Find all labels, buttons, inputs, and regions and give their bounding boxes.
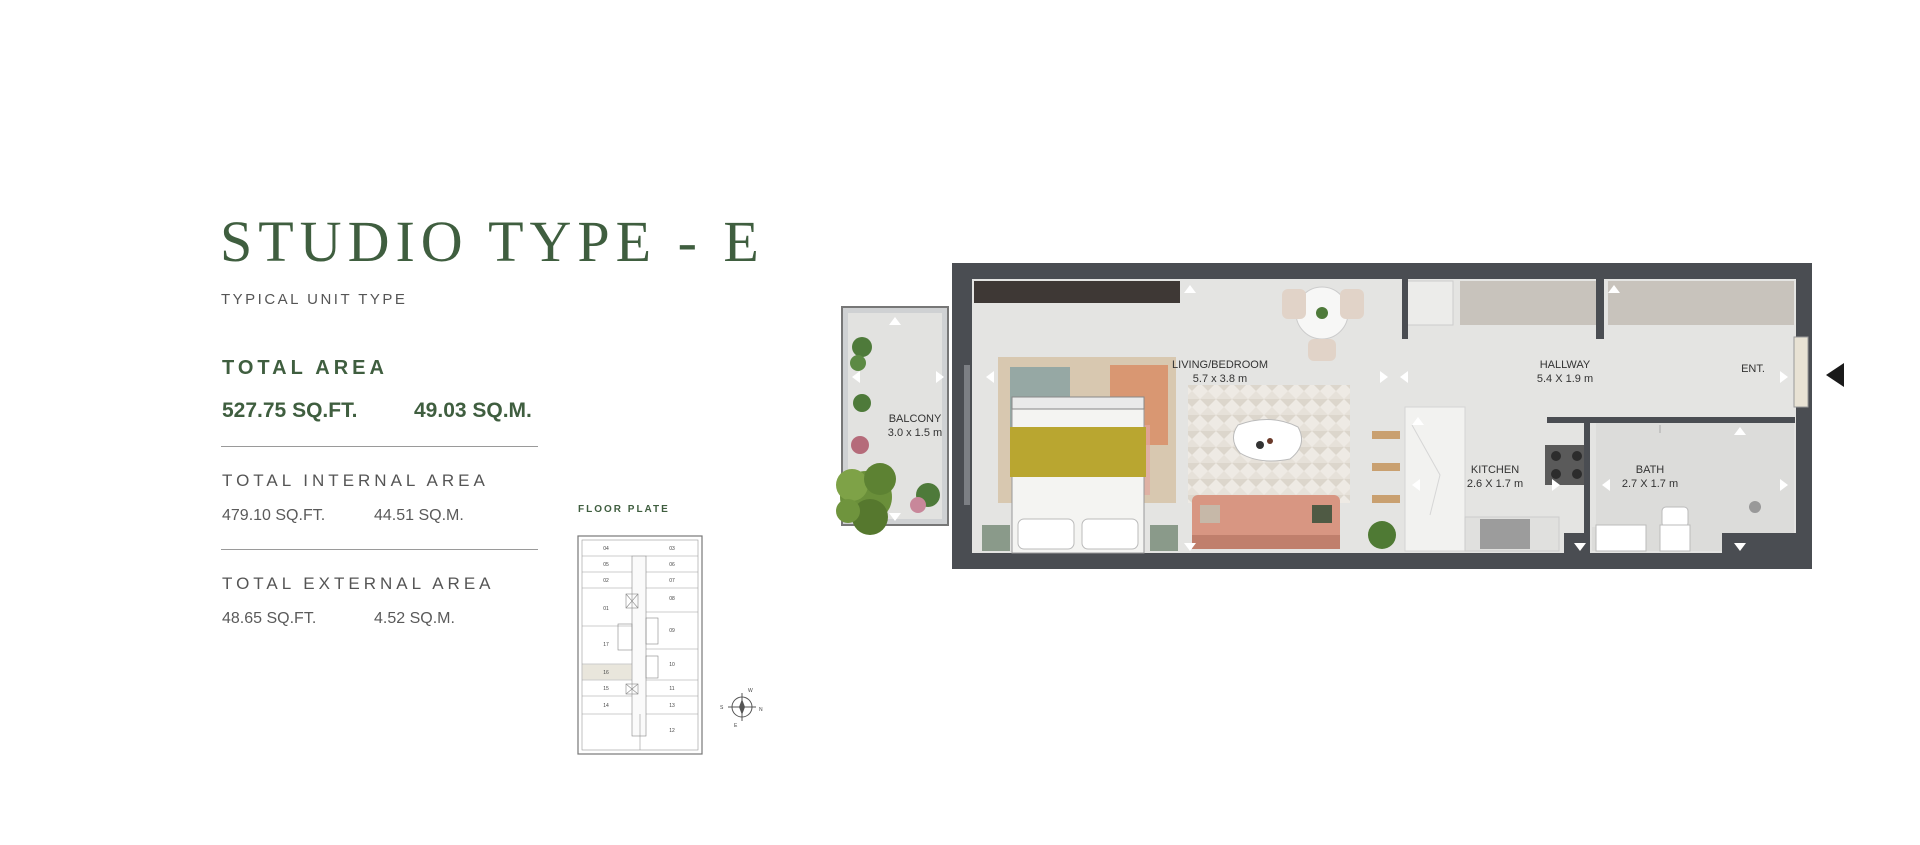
- compass-west: W: [748, 688, 753, 694]
- floor-plate-unit-label: 15: [603, 686, 609, 692]
- sink-icon: [1480, 519, 1530, 549]
- internal-area-sqft: 479.10 SQ.FT.: [222, 507, 326, 524]
- floor-plate-unit-label: 13: [669, 703, 675, 709]
- entry-arrow-icon: [1826, 363, 1844, 387]
- floor-plate-unit-label: 02: [603, 578, 609, 584]
- room-kitchen: KITCHEN 2.6 X 1.7 m: [1450, 463, 1540, 491]
- floor-plate-unit-label: 08: [669, 596, 675, 602]
- floor-plate-unit-label: 01: [603, 606, 609, 612]
- page-title: STUDIO TYPE - E: [220, 209, 765, 274]
- room-bath-name: BATH: [1635, 464, 1665, 476]
- external-area-label: TOTAL EXTERNAL AREA: [222, 574, 495, 593]
- floor-plate-unit-label: 11: [669, 686, 674, 692]
- room-hallway: HALLWAY 5.4 X 1.9 m: [1520, 358, 1610, 386]
- total-area-sqm: 49.03 SQ.M.: [414, 399, 532, 422]
- room-balcony-name: BALCONY: [888, 413, 942, 425]
- floor-plate-unit-label: 04: [603, 546, 609, 552]
- compass-south: S: [720, 705, 724, 711]
- floor-plate-unit-label: 05: [603, 562, 609, 568]
- room-hallway-name: HALLWAY: [1539, 359, 1591, 371]
- highlighted-unit: [582, 664, 632, 680]
- coffee-table-icon: [1233, 419, 1303, 462]
- room-balcony: BALCONY 3.0 x 1.5 m: [880, 412, 950, 440]
- room-kitchen-dims: 2.6 X 1.7 m: [1466, 478, 1524, 490]
- stove-icon: [1545, 445, 1589, 485]
- sofa-icon: [1192, 495, 1340, 549]
- entry-door: [1793, 336, 1809, 408]
- internal-area-sqm: 44.51 SQ.M.: [374, 507, 464, 524]
- dining-table-icon: [1282, 286, 1364, 361]
- total-area-label: TOTAL AREA: [222, 357, 388, 379]
- divider: [221, 446, 538, 447]
- floor-plate-unit-label: 03: [669, 546, 675, 552]
- toilet-icon: [1659, 506, 1691, 552]
- room-bath-dims: 2.7 X 1.7 m: [1621, 478, 1679, 490]
- floor-plate-unit-label: 12: [669, 728, 675, 734]
- balcony-plants: [850, 337, 940, 513]
- floor-plate-map: 04 03 05 06 02 07 01 08 17 09 16 10 15 11 14 13 12: [577, 535, 703, 755]
- plant-icon: [1368, 521, 1396, 549]
- compass-north: N: [759, 707, 763, 713]
- divider: [221, 549, 538, 550]
- floor-plate-label: FLOOR PLATE: [578, 504, 670, 515]
- room-living-dims: 5.7 x 3.8 m: [1192, 373, 1248, 385]
- floor-plate-unit-label: 10: [669, 662, 675, 668]
- room-living: LIVING/BEDROOM 5.7 x 3.8 m: [1160, 358, 1280, 386]
- bar-stools: [1372, 431, 1400, 503]
- floor-plate-unit-label: 06: [669, 562, 675, 568]
- floor-plate-unit-label: 09: [669, 628, 675, 634]
- room-living-name: LIVING/BEDROOM: [1172, 359, 1268, 371]
- vanity-icon: [1595, 524, 1647, 552]
- internal-area-label: TOTAL INTERNAL AREA: [222, 471, 489, 490]
- studio-floor-plan: [836, 263, 1844, 569]
- floor-plate-unit-label: 17: [603, 642, 609, 648]
- total-area-sqft: 527.75 SQ.FT.: [222, 399, 358, 422]
- compass-east: E: [734, 723, 738, 729]
- compass-icon: W S N E: [720, 688, 763, 729]
- floor-plate-unit-label: 16: [603, 670, 609, 676]
- room-balcony-dims: 3.0 x 1.5 m: [887, 427, 943, 439]
- floor-plate-unit-label: 07: [669, 578, 675, 584]
- room-kitchen-name: KITCHEN: [1470, 464, 1520, 476]
- room-entrance: ENT.: [1741, 363, 1765, 375]
- tree-icon: [836, 463, 896, 535]
- shower-icon: [1749, 501, 1761, 513]
- bed-icon: [1010, 396, 1146, 554]
- floor-plate-unit-label: 14: [603, 703, 609, 709]
- page-subtitle: TYPICAL UNIT TYPE: [221, 291, 408, 308]
- external-area-sqft: 48.65 SQ.FT.: [222, 610, 317, 627]
- room-hallway-dims: 5.4 X 1.9 m: [1536, 373, 1594, 385]
- external-area-sqm: 4.52 SQ.M.: [374, 610, 455, 627]
- room-bath: BATH 2.7 X 1.7 m: [1605, 463, 1695, 491]
